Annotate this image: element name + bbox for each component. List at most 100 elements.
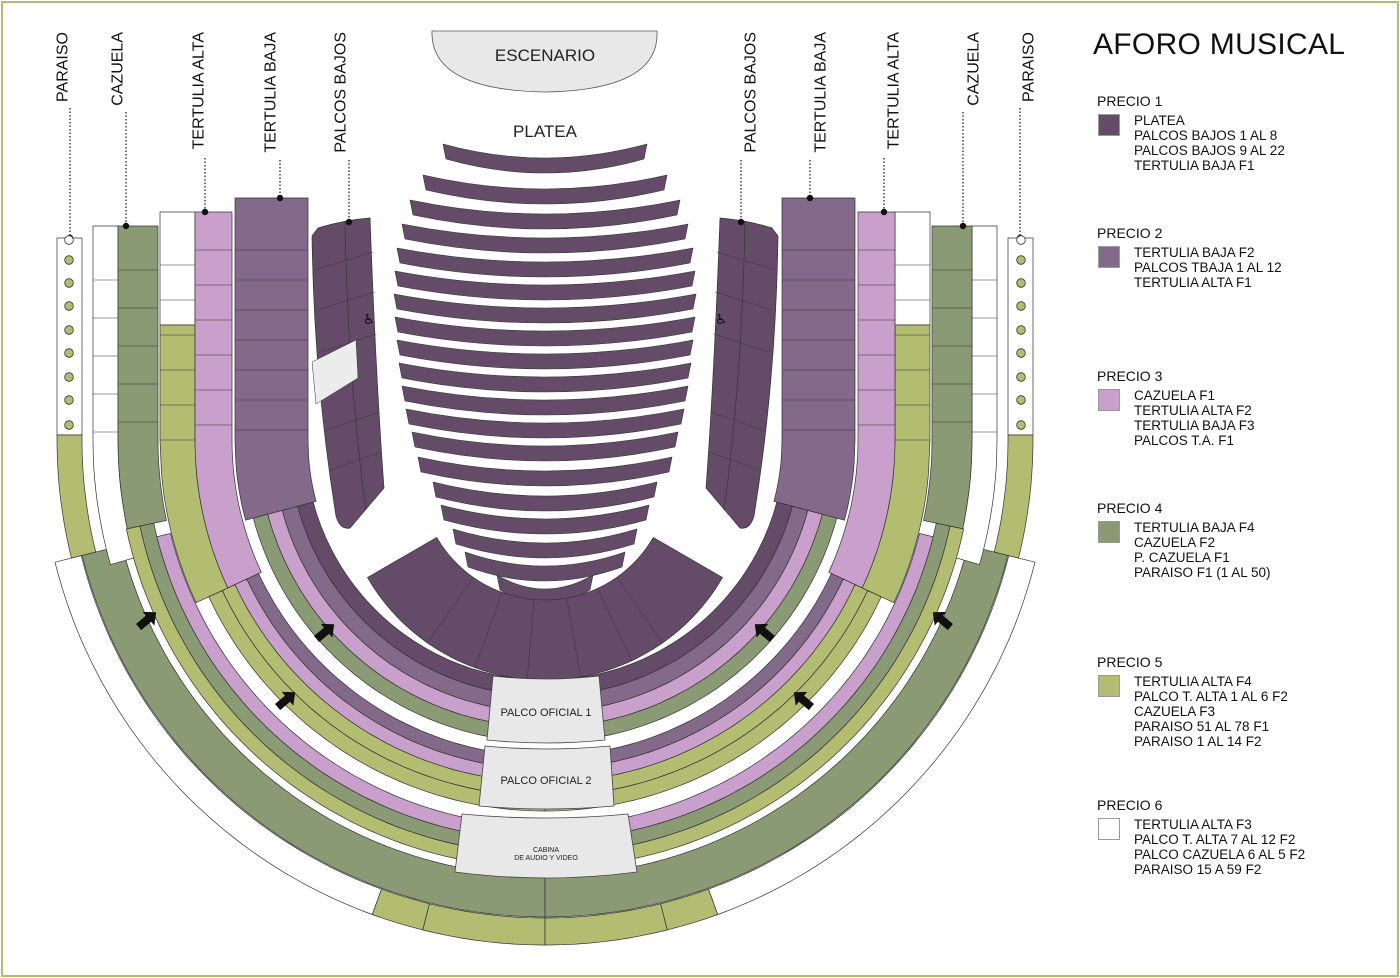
paraiso-seat[interactable] [1016,348,1026,358]
paraiso-side[interactable] [1007,237,1034,436]
tertulia-alta-column[interactable] [828,211,896,589]
legend-group-label: PRECIO 3 [1097,368,1163,384]
platea-rear-block[interactable] [367,537,723,681]
platea-row[interactable] [417,456,673,487]
platea-row[interactable] [396,247,694,278]
seat-divider [710,411,763,431]
platea-row[interactable] [432,481,658,512]
seat-divider [526,599,535,680]
paraiso-seat[interactable] [64,255,74,265]
section-label: CAZUELA [966,32,983,106]
platea-row[interactable] [394,270,696,301]
seat-divider [320,333,377,353]
platea-row[interactable] [401,385,689,416]
paraiso-seat[interactable] [64,395,74,405]
platea-row[interactable] [393,293,697,324]
seat-divider [314,251,374,271]
legend-title: AFORO MUSICAL [1093,28,1346,61]
paraiso-seat[interactable] [64,235,74,245]
platea-row[interactable] [464,551,626,582]
section-label: TERTULIA BAJA [263,32,280,153]
platea-row[interactable] [401,223,689,254]
legend-item: PALCOS T.A. F1 [1134,433,1235,448]
legend-item: PALCOS BAJOS 1 AL 8 [1134,128,1278,143]
seating-map: PALCO OFICIAL 1 PALCO OFICIAL 2 CABINA D… [54,30,1038,946]
paraiso-seat[interactable] [1016,372,1026,382]
legend-group-label: PRECIO 1 [1097,93,1163,109]
seat-divider [708,451,760,471]
seat-divider [474,592,503,668]
paraiso-seat[interactable] [1016,395,1026,405]
paraiso-side-block[interactable] [56,434,97,559]
legend-item: TERTULIA BAJA F4 [1134,520,1255,535]
platea-row[interactable] [394,316,696,347]
legend-item: TERTULIA BAJA F2 [1134,245,1255,260]
platea-row[interactable] [452,528,638,559]
seat-divider [317,291,375,311]
seat-divider [616,577,663,644]
paraiso-bottom-block[interactable] [544,903,668,946]
section-label: TERTULIA ALTA [191,32,208,150]
leader-dot [959,222,967,230]
platea-row[interactable] [422,174,668,205]
palco-tertulia-alta-column[interactable] [894,211,931,326]
paraiso-seat[interactable] [64,301,74,311]
tertulia-baja-column[interactable] [234,197,317,521]
paraiso-seat[interactable] [64,372,74,382]
platea-row[interactable] [405,408,685,439]
tertulia-baja-column[interactable] [773,197,856,521]
legend-swatch [1098,521,1120,543]
platea-row[interactable] [411,431,679,462]
platea-row[interactable] [396,339,694,370]
palco-tertulia-alta-column[interactable] [159,211,196,326]
legend-item: TERTULIA BAJA F1 [1134,158,1255,173]
escenario-label: ESCENARIO [495,46,595,65]
paraiso-seat[interactable] [1016,420,1026,430]
cazuela-column[interactable] [923,225,973,530]
paraiso-seat[interactable] [1016,278,1026,288]
legend-item: CAZUELA F3 [1134,704,1216,719]
paraiso-seat[interactable] [64,278,74,288]
stage: ESCENARIO PLATEA [431,30,658,141]
legend-group-label: PRECIO 6 [1097,797,1163,813]
palcos-bajos-left [311,217,385,529]
legend-item: PALCOS BAJOS 9 AL 22 [1134,143,1285,158]
center-boxes: PALCO OFICIAL 1 PALCO OFICIAL 2 CABINA D… [454,675,638,879]
palcos-bajos-block[interactable] [705,217,779,529]
platea-row[interactable] [409,199,681,230]
paraiso-side-block[interactable] [993,434,1034,559]
legend-item: TERTULIA ALTA F3 [1134,817,1252,832]
leader-dot [276,194,284,202]
platea-row[interactable] [442,143,648,174]
paraiso-seat[interactable] [64,325,74,335]
paraiso-side[interactable] [56,237,83,436]
paraiso-seat[interactable] [1016,235,1026,245]
legend-item: PALCO CAZUELA 6 AL 5 F2 [1134,847,1306,862]
paraiso-seat[interactable] [64,420,74,430]
tertulia-alta-column[interactable] [194,211,262,589]
palco-oficial-1[interactable] [486,675,606,744]
reserved-area [311,339,359,405]
paraiso-seat[interactable] [1016,301,1026,311]
palco-oficial-2[interactable] [478,745,615,810]
paraiso-seat[interactable] [1016,255,1026,265]
legend-group-label: PRECIO 5 [1097,654,1163,670]
paraiso-seat[interactable] [1016,325,1026,335]
seating-rings [54,197,1036,946]
paraiso-seat[interactable] [64,348,74,358]
legend-group-label: PRECIO 4 [1097,500,1163,516]
seat-divider [597,588,632,661]
cazuela-column[interactable] [117,225,167,530]
platea-row[interactable] [398,362,692,393]
platea-row[interactable] [440,504,650,535]
section-label: PALCOS BAJOS [333,32,350,153]
seat-divider [713,333,770,353]
seat-divider [566,598,581,677]
